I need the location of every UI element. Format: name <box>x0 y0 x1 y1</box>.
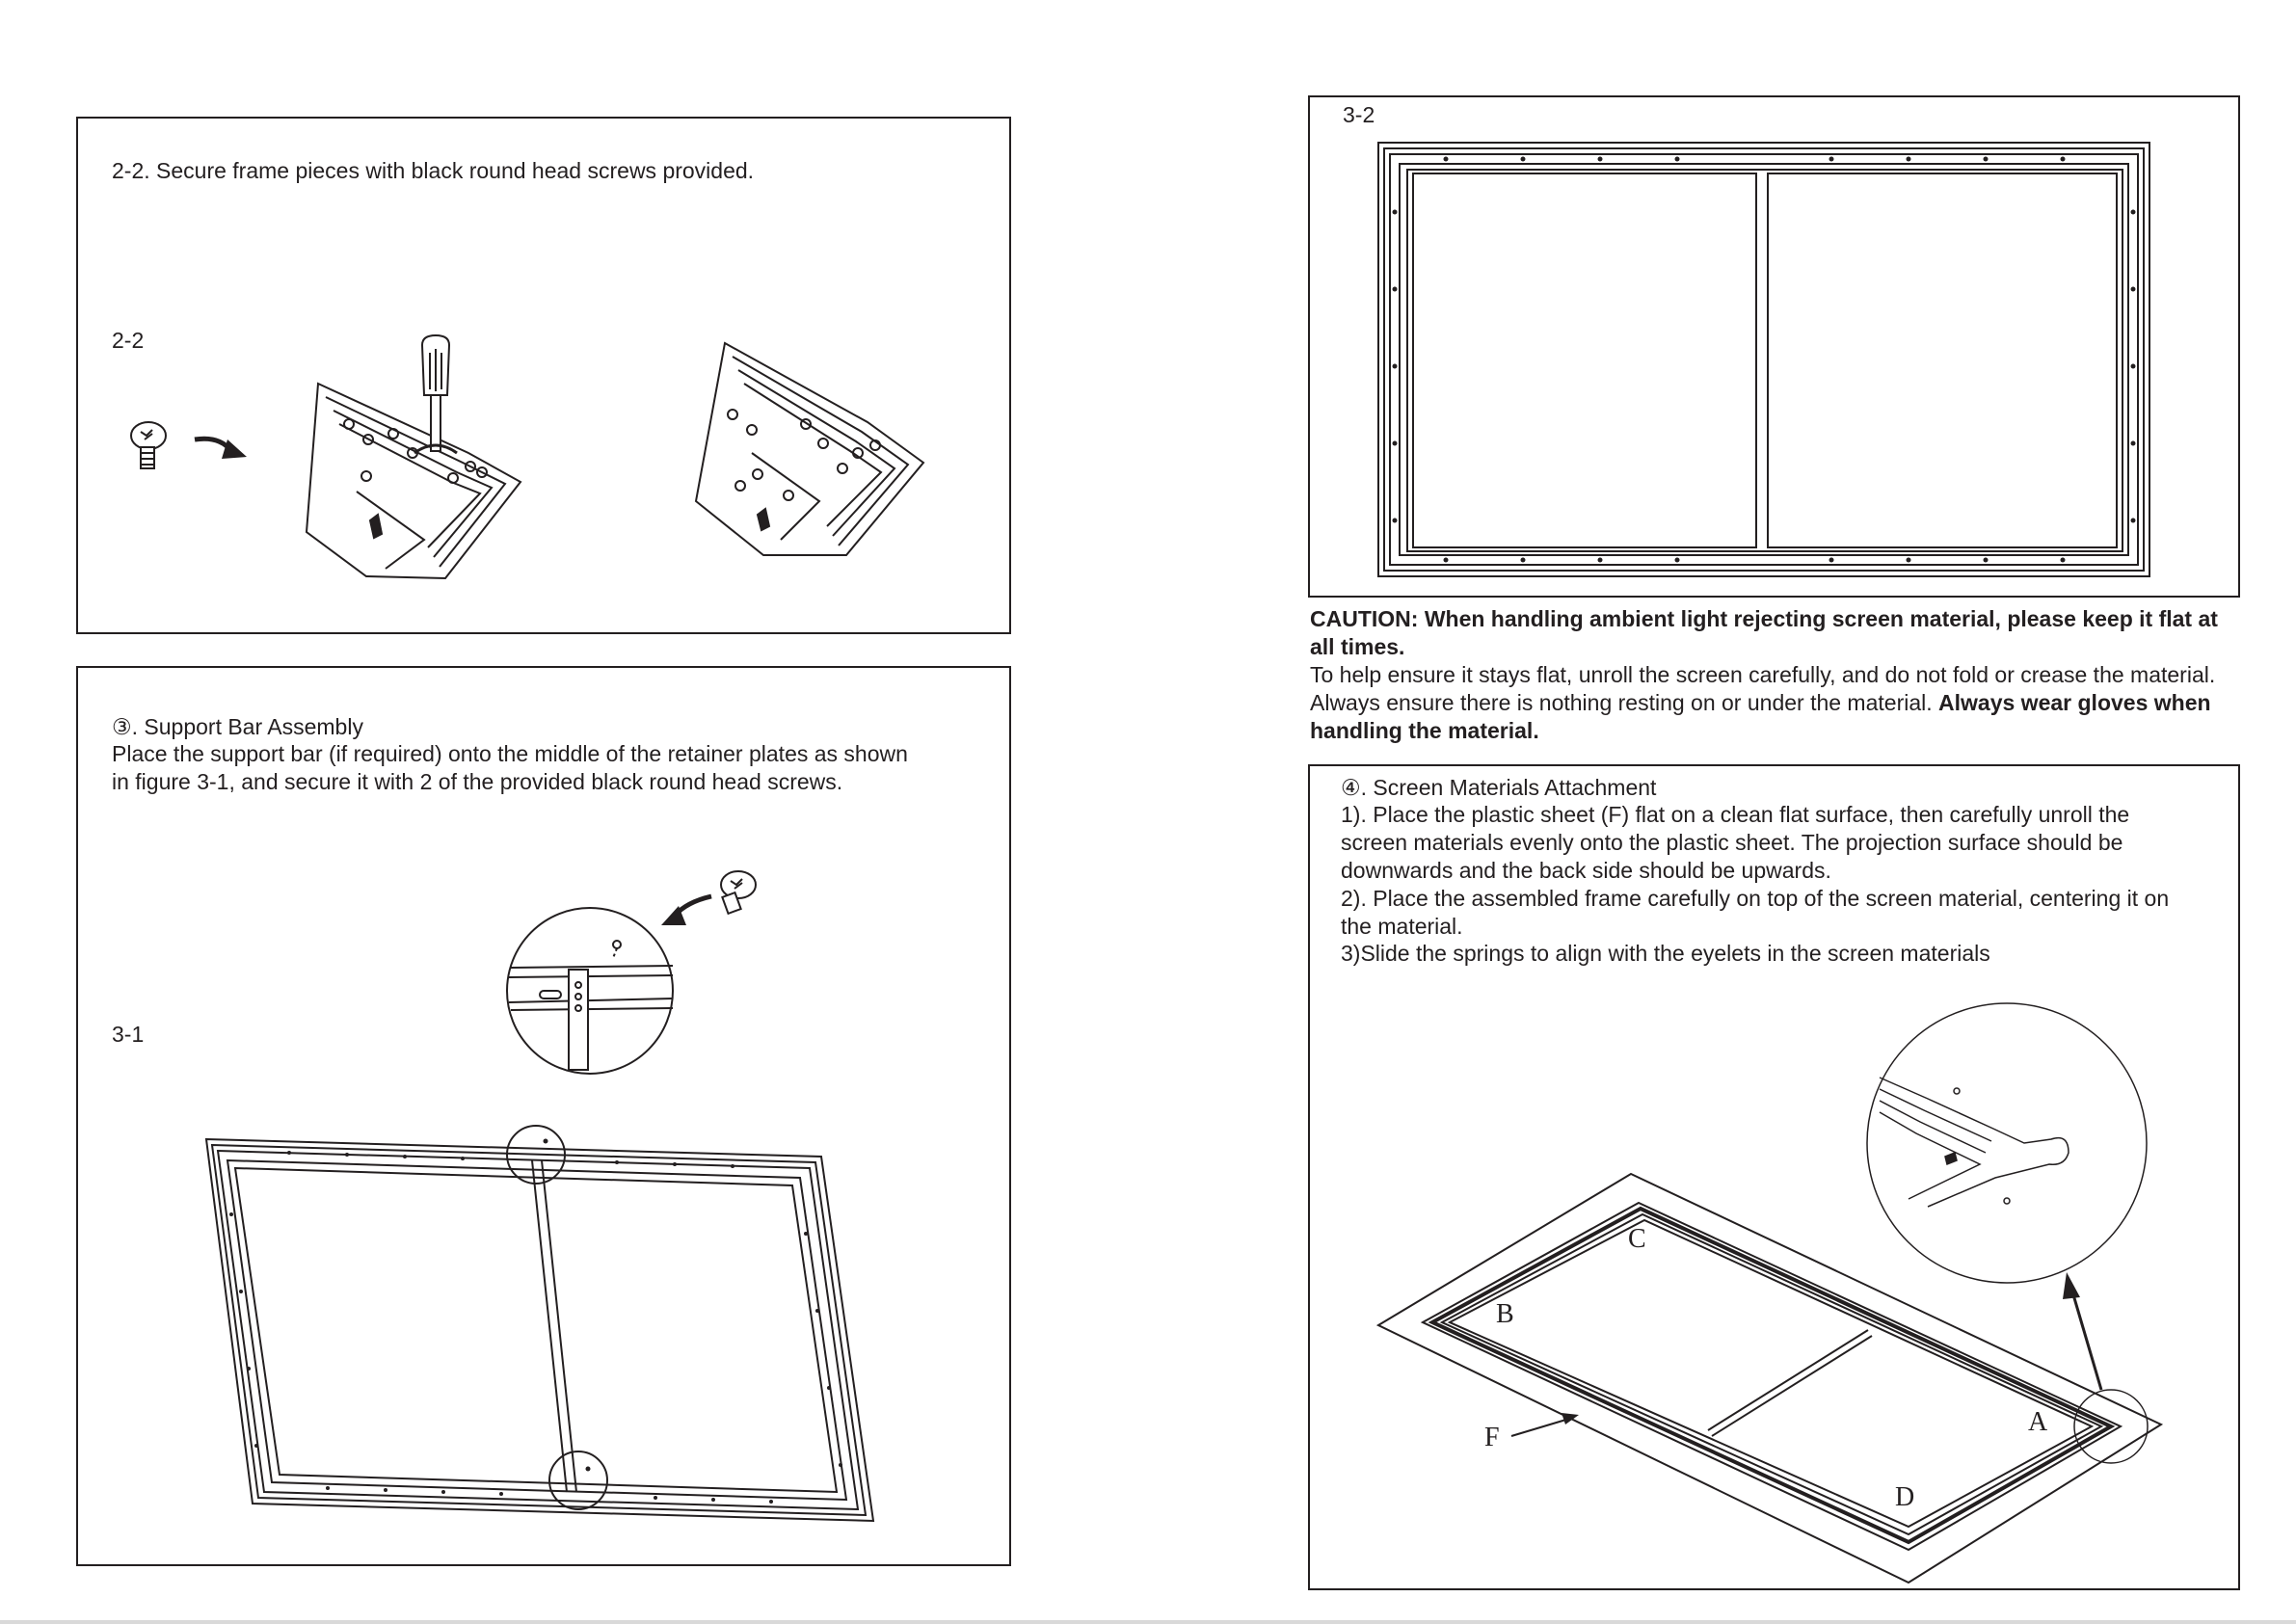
step-3-heading: ③. Support Bar Assembly <box>112 714 363 739</box>
caution-body: To help ensure it stays flat, unroll the… <box>1310 662 2216 715</box>
panel-step-2-2 <box>76 117 1011 634</box>
panel-figure-3-2 <box>1308 95 2240 598</box>
corner-label-b: B <box>1496 1299 1514 1329</box>
step-3-line-1: Place the support bar (if required) onto… <box>112 741 908 766</box>
panel-step-3-support-bar <box>76 666 1011 1566</box>
figure-label-2-2: 2-2 <box>112 328 145 353</box>
caution-heading: CAUTION: When handling ambient light rej… <box>1310 606 2218 659</box>
sheet-label-f: F <box>1484 1423 1500 1452</box>
panel-step-4-screen-attachment <box>1308 764 2240 1590</box>
step-4-heading: ④. Screen Materials Attachment <box>1341 775 1657 800</box>
step-2-2-instruction: 2-2. Secure frame pieces with black roun… <box>112 158 755 183</box>
figure-label-3-1: 3-1 <box>112 1022 145 1047</box>
corner-label-c: C <box>1628 1224 1646 1254</box>
corner-label-d: D <box>1895 1482 1915 1512</box>
corner-label-a: A <box>2028 1407 2048 1437</box>
figure-label-3-2: 3-2 <box>1343 102 1375 127</box>
step-3-line-2: in figure 3-1, and secure it with 2 of t… <box>112 769 843 794</box>
step-4-item-3: 3)Slide the springs to align with the ey… <box>1341 941 1990 966</box>
step-4-item-1: 1). Place the plastic sheet (F) flat on … <box>1341 802 2130 883</box>
caution-notice: CAUTION: When handling ambient light rej… <box>1310 605 2235 745</box>
page-bottom-rule <box>0 1620 2296 1624</box>
step-4-item-2: 2). Place the assembled frame carefully … <box>1341 886 2170 939</box>
caution-gloves-warning: Always wear gloves when handling the mat… <box>1310 690 2211 743</box>
